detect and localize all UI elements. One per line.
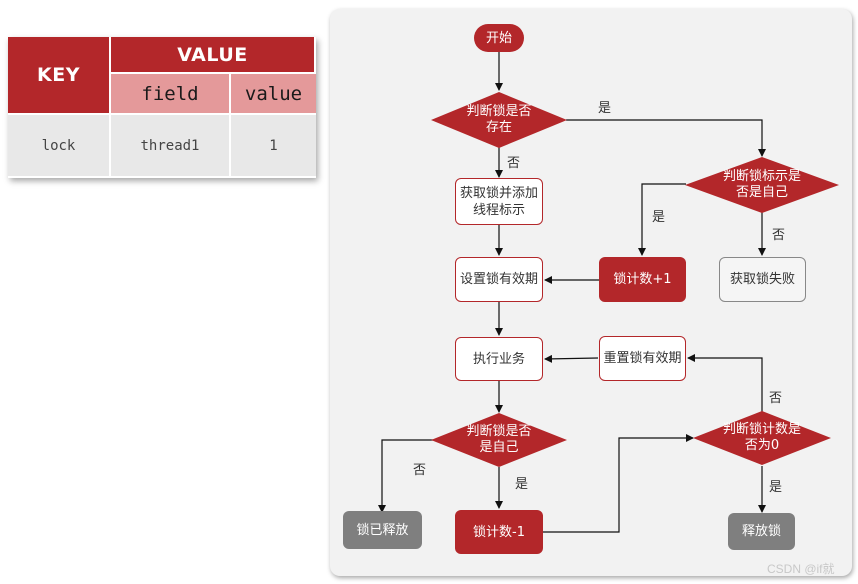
edge-label-yes-owner: 是: [652, 210, 666, 225]
edge-label-no-zero: 否: [769, 391, 783, 406]
value-sub-header: value: [231, 74, 316, 115]
diamond-check-zero: [693, 411, 831, 465]
edge-checkzero-reset: [687, 354, 763, 412]
value-header: VALUE: [111, 37, 316, 74]
edge-decrement-checkzero: [543, 434, 694, 533]
edge-label-yes-exists: 是: [598, 101, 612, 116]
kv-table: KEY VALUE field value lock thread1 1: [8, 37, 316, 178]
field-header: field: [111, 74, 231, 115]
diamond-check-owner: [685, 157, 839, 213]
acquire-set-box: 获取锁并添加线程标示: [455, 178, 543, 225]
start-node: 开始: [474, 24, 524, 52]
diamond-check-exists: [431, 92, 567, 148]
release-box: 释放锁: [728, 513, 795, 550]
edge-owner-increment: [638, 183, 686, 256]
edge-reset-execute: [544, 354, 599, 363]
released-already-box: 锁已释放: [343, 511, 422, 549]
reset-expire-box: 重置锁有效期: [599, 336, 686, 381]
edge-label-no-end: 否: [413, 463, 427, 478]
row-key-cell: lock: [8, 115, 111, 178]
edge-check-owner: [566, 119, 766, 157]
decrement-box: 锁计数-1: [455, 510, 543, 554]
increment-box: 锁计数+1: [599, 257, 686, 302]
row-field-cell: thread1: [111, 115, 231, 178]
execute-box: 执行业务: [455, 337, 543, 381]
key-header: KEY: [8, 37, 111, 115]
fail-box: 获取锁失败: [719, 257, 806, 302]
edge-label-no-owner: 否: [772, 228, 786, 243]
watermark: CSDN @if就: [767, 562, 835, 576]
set-expire-box: 设置锁有效期: [455, 257, 543, 302]
row-value-cell: 1: [231, 115, 316, 178]
edge-label-yes-zero: 是: [769, 480, 783, 495]
edge-label-no-exists: 否: [507, 156, 521, 171]
edge-checkend-released: [378, 439, 433, 513]
edge-label-yes-end: 是: [515, 477, 529, 492]
diamond-check-owner-end: [431, 413, 567, 467]
